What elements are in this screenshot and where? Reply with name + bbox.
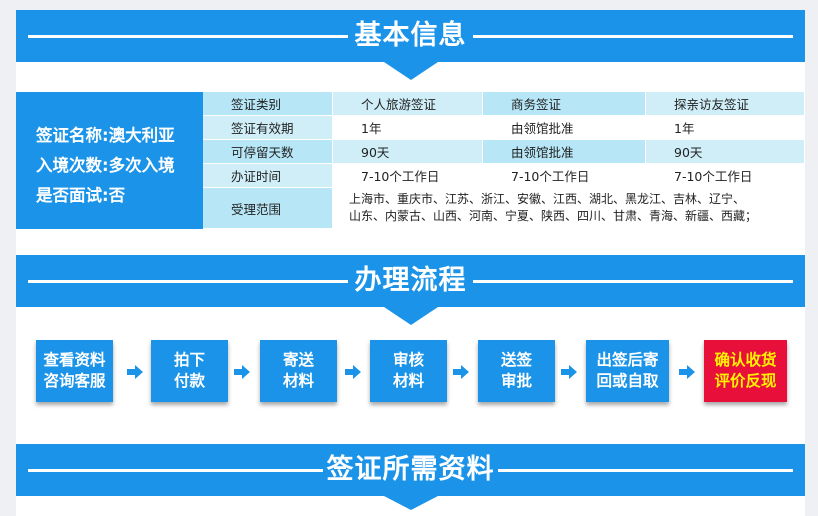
process-step-6: 出签后寄 回或自取 xyxy=(586,340,669,402)
step-line: 查看资料 xyxy=(43,351,106,369)
banner-arrow xyxy=(383,307,438,325)
table-cell-label: 受理范围 xyxy=(203,188,333,229)
table-cell: 7-10个工作日 xyxy=(646,164,805,188)
process-step-7: 确认收货 评价反现 xyxy=(704,340,787,402)
arrow-right-icon xyxy=(453,365,469,379)
visa-entries: 入境次数:多次入境 xyxy=(36,156,175,175)
process-step-1: 查看资料 咨询客服 xyxy=(36,340,113,402)
arrow-right-icon xyxy=(679,365,695,379)
scope-cell: 上海市、重庆市、江苏、浙江、安徽、江西、湖北、黑龙江、吉林、辽宁、 山东、内蒙古… xyxy=(333,188,805,229)
table-cell: 90天 xyxy=(333,140,483,164)
table-cell-label: 可停留天数 xyxy=(203,140,333,164)
table-row-scope: 受理范围 上海市、重庆市、江苏、浙江、安徽、江西、湖北、黑龙江、吉林、辽宁、 山… xyxy=(203,188,805,229)
table-row: 可停留天数 90天 由领馆批准 90天 xyxy=(203,140,805,164)
banner-line-left xyxy=(28,469,323,472)
section-title: 签证所需资料 xyxy=(326,454,495,485)
table-cell: 1年 xyxy=(333,116,483,140)
visa-name: 签证名称:澳大利亚 xyxy=(36,126,175,145)
page-top-gap xyxy=(16,0,805,10)
step-line: 材料 xyxy=(282,372,314,390)
step-line: 审核 xyxy=(392,351,424,369)
arrow-right-icon xyxy=(345,365,361,379)
visa-interview: 是否面试:否 xyxy=(36,186,126,205)
step-line: 确认收货 xyxy=(714,351,777,369)
table-cell: 7-10个工作日 xyxy=(333,164,483,188)
step-line: 出签后寄 xyxy=(596,351,659,369)
step-line: 评价反现 xyxy=(714,372,777,390)
table-cell: 个人旅游签证 xyxy=(333,92,483,116)
section-banner-materials: 签证所需资料 xyxy=(16,444,805,510)
process-step-5: 送签 审批 xyxy=(478,340,555,402)
table-cell: 90天 xyxy=(646,140,805,164)
table-row: 办证时间 7-10个工作日 7-10个工作日 7-10个工作日 xyxy=(203,164,805,188)
section-banner-basic-info: 基本信息 xyxy=(16,10,805,80)
step-line: 送签 xyxy=(500,351,532,369)
step-line: 材料 xyxy=(392,372,424,390)
section-title: 办理流程 xyxy=(354,265,467,296)
visa-info-table: 签证类别 个人旅游签证 商务签证 探亲访友签证 签证有效期 1年 由领馆批准 1… xyxy=(203,92,805,229)
table-cell-label: 办证时间 xyxy=(203,164,333,188)
banner-arrow xyxy=(383,496,438,510)
step-line: 审批 xyxy=(500,372,532,390)
banner-line-right xyxy=(473,280,793,283)
step-line: 拍下 xyxy=(173,351,205,369)
table-cell-label: 签证类别 xyxy=(203,92,333,116)
table-cell: 7-10个工作日 xyxy=(483,164,646,188)
process-step-4: 审核 材料 xyxy=(370,340,447,402)
arrow-right-icon xyxy=(234,365,250,379)
arrow-right-icon xyxy=(561,365,577,379)
table-cell: 由领馆批准 xyxy=(483,140,646,164)
section-banner-process: 办理流程 xyxy=(16,255,805,325)
arrow-right-icon xyxy=(127,365,143,379)
table-cell-label: 签证有效期 xyxy=(203,116,333,140)
table-cell: 由领馆批准 xyxy=(483,116,646,140)
table-cell: 探亲访友签证 xyxy=(646,92,805,116)
banner-line-left xyxy=(28,35,348,38)
step-line: 付款 xyxy=(173,372,205,390)
process-step-3: 寄送 材料 xyxy=(260,340,337,402)
banner-arrow xyxy=(383,62,438,80)
table-cell: 1年 xyxy=(646,116,805,140)
table-row: 签证有效期 1年 由领馆批准 1年 xyxy=(203,116,805,140)
process-step-2: 拍下 付款 xyxy=(151,340,228,402)
step-line: 回或自取 xyxy=(596,372,659,390)
section-title: 基本信息 xyxy=(354,20,467,51)
step-line: 寄送 xyxy=(282,351,314,369)
banner-line-right xyxy=(498,469,793,472)
banner-line-right xyxy=(473,35,793,38)
scope-line: 山东、内蒙古、山西、河南、宁夏、陕西、四川、甘肃、青海、新疆、西藏； xyxy=(349,209,758,223)
visa-summary-panel: 签证名称:澳大利亚 入境次数:多次入境 是否面试:否 xyxy=(16,92,203,229)
table-row: 签证类别 个人旅游签证 商务签证 探亲访友签证 xyxy=(203,92,805,116)
step-line: 咨询客服 xyxy=(43,372,106,390)
banner-line-left xyxy=(28,280,348,283)
scope-line: 上海市、重庆市、江苏、浙江、安徽、江西、湖北、黑龙江、吉林、辽宁、 xyxy=(349,192,746,206)
table-cell: 商务签证 xyxy=(483,92,646,116)
